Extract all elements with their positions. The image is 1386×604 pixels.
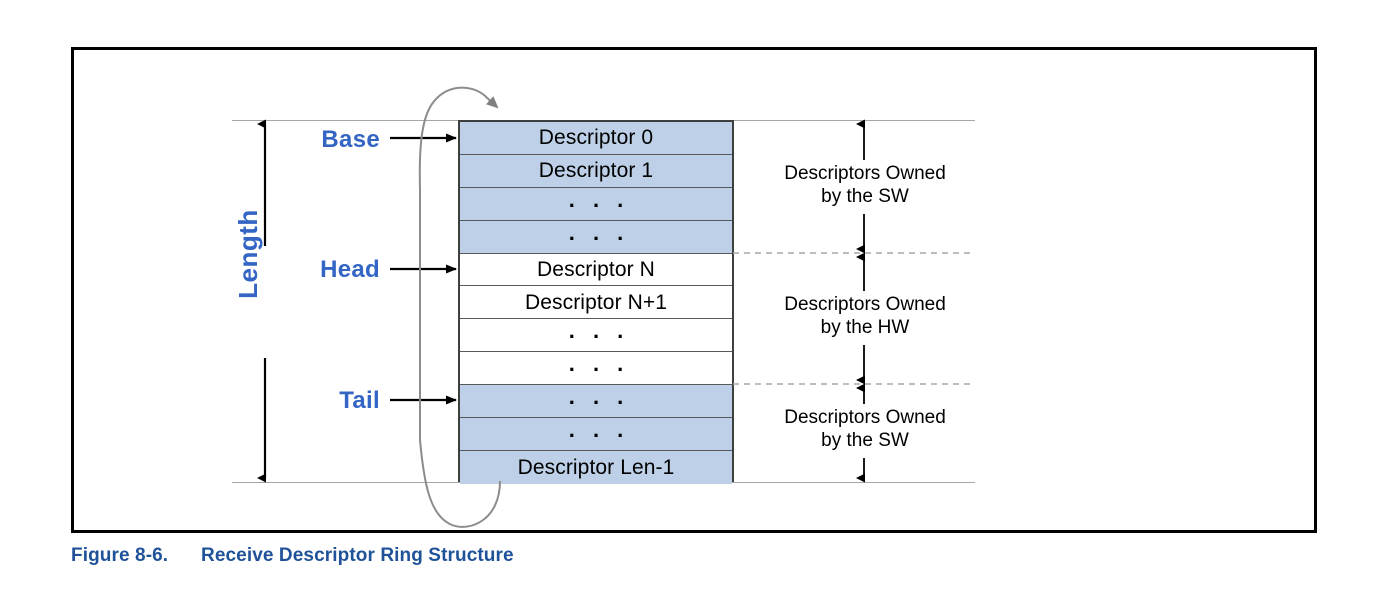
- ownership-label-sw-top: Descriptors Owned by the SW: [755, 162, 975, 208]
- descriptor-row-label: Descriptor N: [537, 258, 655, 281]
- pointer-label-tail: Tail: [339, 387, 380, 414]
- pointer-label-base: Base: [321, 126, 380, 153]
- descriptor-row-1[interactable]: Descriptor 1: [460, 154, 732, 188]
- descriptor-row-6[interactable]: . . .: [460, 318, 732, 353]
- descriptor-row-0[interactable]: Descriptor 0: [460, 122, 732, 155]
- ownership-line-2: by the HW: [820, 317, 910, 339]
- descriptor-row-8[interactable]: . . .: [460, 384, 732, 419]
- descriptor-row-5[interactable]: Descriptor N+1: [460, 286, 732, 320]
- figure-caption-number: Figure 8-6.: [71, 545, 169, 566]
- descriptor-row-label: . . .: [568, 416, 630, 442]
- ownership-line-2: by the SW: [821, 186, 909, 208]
- descriptor-row-4[interactable]: Descriptor N: [460, 253, 732, 287]
- descriptor-row-label: . . .: [568, 219, 630, 245]
- descriptor-row-label: . . .: [568, 318, 630, 344]
- descriptor-row-label: Descriptor 1: [538, 159, 654, 183]
- pointer-label-head: Head: [320, 256, 380, 283]
- descriptor-row-10[interactable]: Descriptor Len-1: [460, 450, 732, 484]
- descriptor-row-label: Descriptor Len-1: [517, 455, 675, 479]
- descriptor-row-label: . . .: [568, 351, 630, 377]
- figure-caption: Figure 8-6. Receive Descriptor Ring Stru…: [71, 541, 1317, 571]
- descriptor-row-label: . . .: [568, 384, 630, 410]
- descriptor-row-7[interactable]: . . .: [460, 351, 732, 386]
- descriptor-row-9[interactable]: . . .: [460, 418, 732, 451]
- descriptor-ring-table: Descriptor 0 Descriptor 1 . . . . . . De…: [458, 120, 734, 484]
- descriptor-row-3[interactable]: . . .: [460, 219, 732, 254]
- ownership-line-1: Descriptors Owned: [784, 407, 946, 428]
- descriptor-row-2[interactable]: . . .: [460, 186, 732, 221]
- ownership-line-1: Descriptors Owned: [784, 163, 946, 184]
- length-measure-label: Length: [232, 209, 263, 299]
- ownership-label-sw-bottom: Descriptors Owned by the SW: [755, 406, 975, 452]
- ownership-label-hw: Descriptors Owned by the HW: [755, 293, 975, 339]
- figure-caption-title: Receive Descriptor Ring Structure: [201, 545, 514, 566]
- descriptor-row-label: Descriptor N+1: [524, 290, 668, 314]
- ownership-line-2: by the SW: [821, 430, 909, 452]
- ownership-line-1: Descriptors Owned: [784, 294, 946, 315]
- descriptor-row-label: Descriptor 0: [538, 126, 654, 150]
- descriptor-row-label: . . .: [568, 186, 630, 212]
